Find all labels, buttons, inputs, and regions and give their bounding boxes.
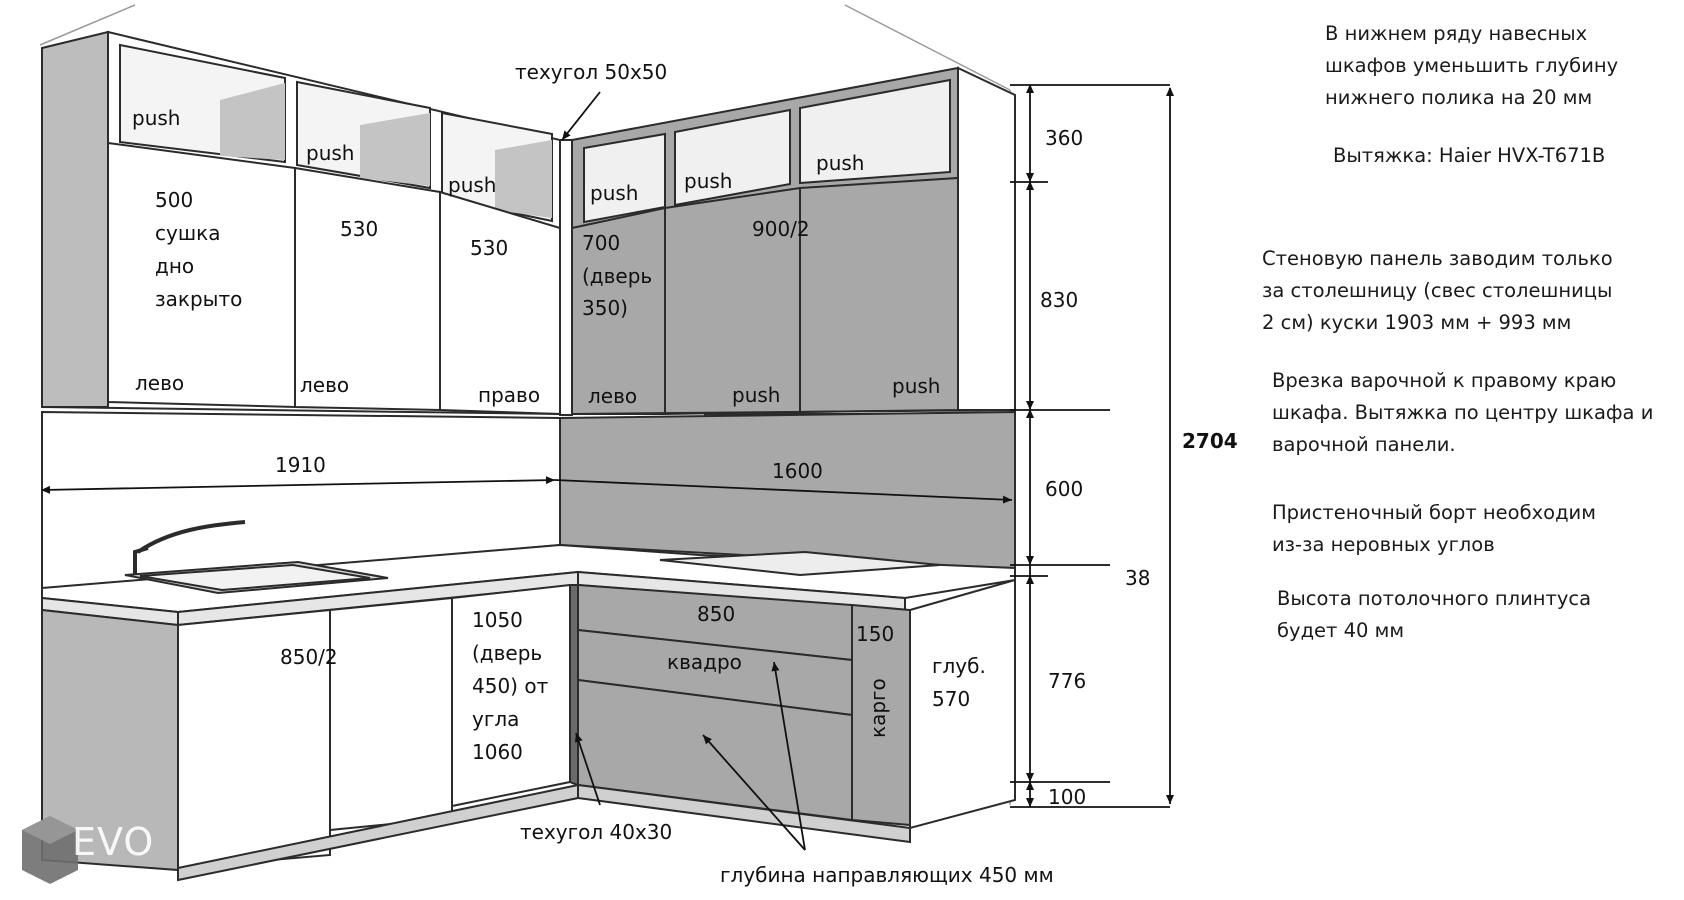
corner-post — [559, 139, 573, 416]
dimension-lines — [41, 84, 1174, 808]
cabinet-1-closed: закрыто — [155, 287, 242, 311]
push-label: push — [306, 141, 354, 165]
corner-cabinet-from-corner: угла — [472, 707, 519, 731]
cabinet-1-bottom: дно — [155, 254, 194, 278]
note-wall-panel: Стеновую панель заводим только за столеш… — [1262, 247, 1613, 334]
cabinet-4-width: 700 — [582, 231, 620, 255]
note-shelf-depth: В нижнем ряду навесных шкафов уменьшить … — [1325, 22, 1619, 109]
cabinet-5-width: 900/2 — [752, 217, 810, 241]
upper-left-cabinets — [41, 30, 561, 416]
cabinet-4-hinge: лево — [588, 384, 637, 408]
diagram-labels: push push push push push push 500 сушка … — [132, 60, 1054, 887]
dim-38: 38 — [1125, 566, 1150, 590]
corner-cabinet-door: (дверь — [472, 641, 542, 665]
drawer-cabinet-width: 850 — [697, 602, 735, 626]
push-label: push — [684, 169, 732, 193]
backsplash-left-width: 1910 — [275, 453, 326, 477]
upper-right-cabinets — [571, 66, 1016, 427]
dim-100: 100 — [1048, 785, 1086, 809]
guides-depth-label: глубина направляющих 450 мм — [720, 863, 1054, 887]
cabinet-1-dryer: сушка — [155, 221, 220, 245]
dimension-values: 360 830 600 38 776 100 2704 — [1040, 126, 1238, 809]
backsplash-right-width: 1600 — [772, 459, 823, 483]
cabinet-2-width: 530 — [340, 217, 378, 241]
cargo-label: карго — [866, 678, 890, 738]
push-label: push — [892, 374, 940, 398]
push-label: push — [132, 106, 180, 130]
cabinet-1-hinge: лево — [135, 371, 184, 395]
corner-cabinet-1060: 1060 — [472, 740, 523, 764]
sink-cabinet-width: 850/2 — [280, 645, 338, 669]
corner-profile-bottom-label: техугол 40х30 — [520, 820, 672, 844]
dim-600: 600 — [1045, 477, 1083, 501]
dim-360: 360 — [1045, 126, 1083, 150]
depth-label: глуб. — [932, 654, 986, 678]
dim-830: 830 — [1040, 288, 1078, 312]
cabinet-3-width: 530 — [470, 236, 508, 260]
note-ceiling-plinth: Высота потолочного плинтуса будет 40 мм — [1277, 587, 1592, 642]
dim-total: 2704 — [1182, 429, 1238, 453]
cabinet-2-hinge: лево — [300, 373, 349, 397]
corner-profile-top-label: техугол 50х50 — [515, 60, 667, 84]
evo-logo — [22, 816, 78, 884]
cargo-width: 150 — [856, 622, 894, 646]
corner-cabinet-door-size: 450) от — [472, 674, 549, 698]
push-label: push — [816, 151, 864, 175]
cabinet-4-door: (дверь — [582, 264, 652, 288]
leader-arrows — [561, 91, 806, 851]
cabinet-1-width: 500 — [155, 188, 193, 212]
note-hob-cutout: Врезка варочной к правому краю шкафа. Вы… — [1272, 369, 1654, 456]
cabinet-3-hinge: право — [478, 383, 540, 407]
dim-776: 776 — [1048, 669, 1086, 693]
cabinet-4-door-size: 350) — [582, 296, 628, 320]
push-label: push — [732, 383, 780, 407]
note-wall-edge: Пристеночный борт необходим из-за неровн… — [1272, 501, 1596, 556]
lower-cabinets — [41, 578, 1016, 882]
depth-value: 570 — [932, 687, 970, 711]
push-label: push — [448, 173, 496, 197]
push-label: push — [590, 181, 638, 205]
logo-text: EVO — [72, 820, 155, 864]
note-hood-model: Вытяжка: Haier HVX-T671B — [1333, 144, 1606, 167]
corner-cabinet-width: 1050 — [472, 608, 523, 632]
drawer-type: квадро — [667, 650, 742, 674]
